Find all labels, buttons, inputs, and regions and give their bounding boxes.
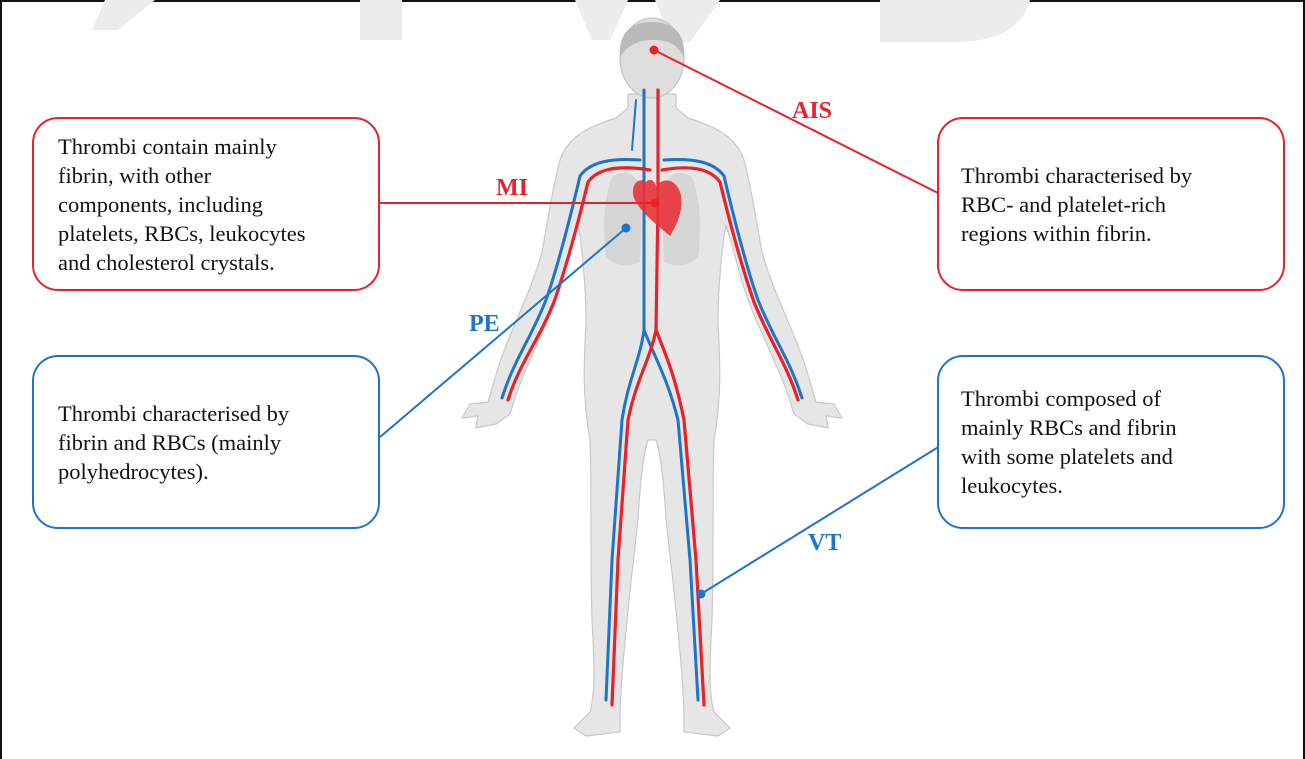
pe-label: PE (469, 312, 500, 336)
mi-label: MI (496, 176, 528, 200)
body-silhouette (462, 18, 842, 736)
mi-callout-text: Thrombi contain mainly fibrin, with othe… (58, 132, 305, 277)
pe-point (622, 224, 631, 233)
mi-callout-box: Thrombi contain mainly fibrin, with othe… (32, 117, 380, 291)
watermark (92, 0, 1030, 42)
pe-callout-box: Thrombi characterised by fibrin and RBCs… (32, 355, 380, 529)
ais-callout-text: Thrombi characterised by RBC- and platel… (961, 161, 1192, 248)
vt-connector (701, 446, 940, 594)
vt-callout-text: Thrombi composed of mainly RBCs and fibr… (961, 384, 1177, 500)
pe-callout-text: Thrombi characterised by fibrin and RBCs… (58, 399, 289, 486)
ais-callout-box: Thrombi characterised by RBC- and platel… (937, 117, 1285, 291)
vt-label: VT (808, 531, 841, 555)
vt-callout-box: Thrombi composed of mainly RBCs and fibr… (937, 355, 1285, 529)
ais-label: AIS (792, 99, 832, 123)
ais-point (650, 46, 659, 55)
vt-point (697, 590, 706, 599)
mi-point (651, 199, 660, 208)
